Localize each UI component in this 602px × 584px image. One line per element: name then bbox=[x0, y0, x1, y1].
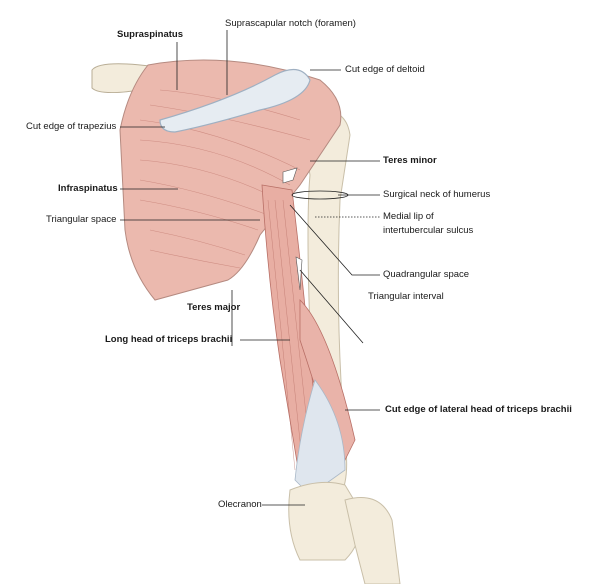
label-cut-edge-deltoid: Cut edge of deltoid bbox=[345, 64, 425, 75]
label-medial-lip-line1: Medial lip of bbox=[383, 211, 434, 222]
label-long-head-triceps: Long head of triceps brachii bbox=[105, 334, 233, 345]
label-suprascapular-notch: Suprascapular notch (foramen) bbox=[225, 18, 356, 29]
label-triangular-interval: Triangular interval bbox=[368, 291, 444, 302]
label-cut-edge-trapezius: Cut edge of trapezius bbox=[26, 121, 117, 132]
label-teres-major: Teres major bbox=[187, 302, 241, 313]
triangular-interval bbox=[295, 256, 303, 291]
label-cut-edge-lateral-head: Cut edge of lateral head of triceps brac… bbox=[385, 404, 572, 415]
forearm-bone bbox=[344, 497, 401, 584]
label-quadrangular-space: Quadrangular space bbox=[383, 269, 470, 280]
label-infraspinatus: Infraspinatus bbox=[58, 183, 118, 194]
quadrangular-space bbox=[282, 167, 298, 184]
label-olecranon: Olecranon bbox=[218, 499, 262, 510]
spine-of-scapula bbox=[159, 69, 311, 133]
label-teres-minor: Teres minor bbox=[383, 155, 437, 166]
label-medial-lip-line2: intertubercular sulcus bbox=[383, 225, 474, 236]
label-surgical-neck: Surgical neck of humerus bbox=[383, 189, 491, 200]
label-supraspinatus: Supraspinatus bbox=[117, 29, 183, 40]
lateral-head-muscle bbox=[299, 299, 356, 472]
label-triangular-space: Triangular space bbox=[46, 214, 117, 225]
